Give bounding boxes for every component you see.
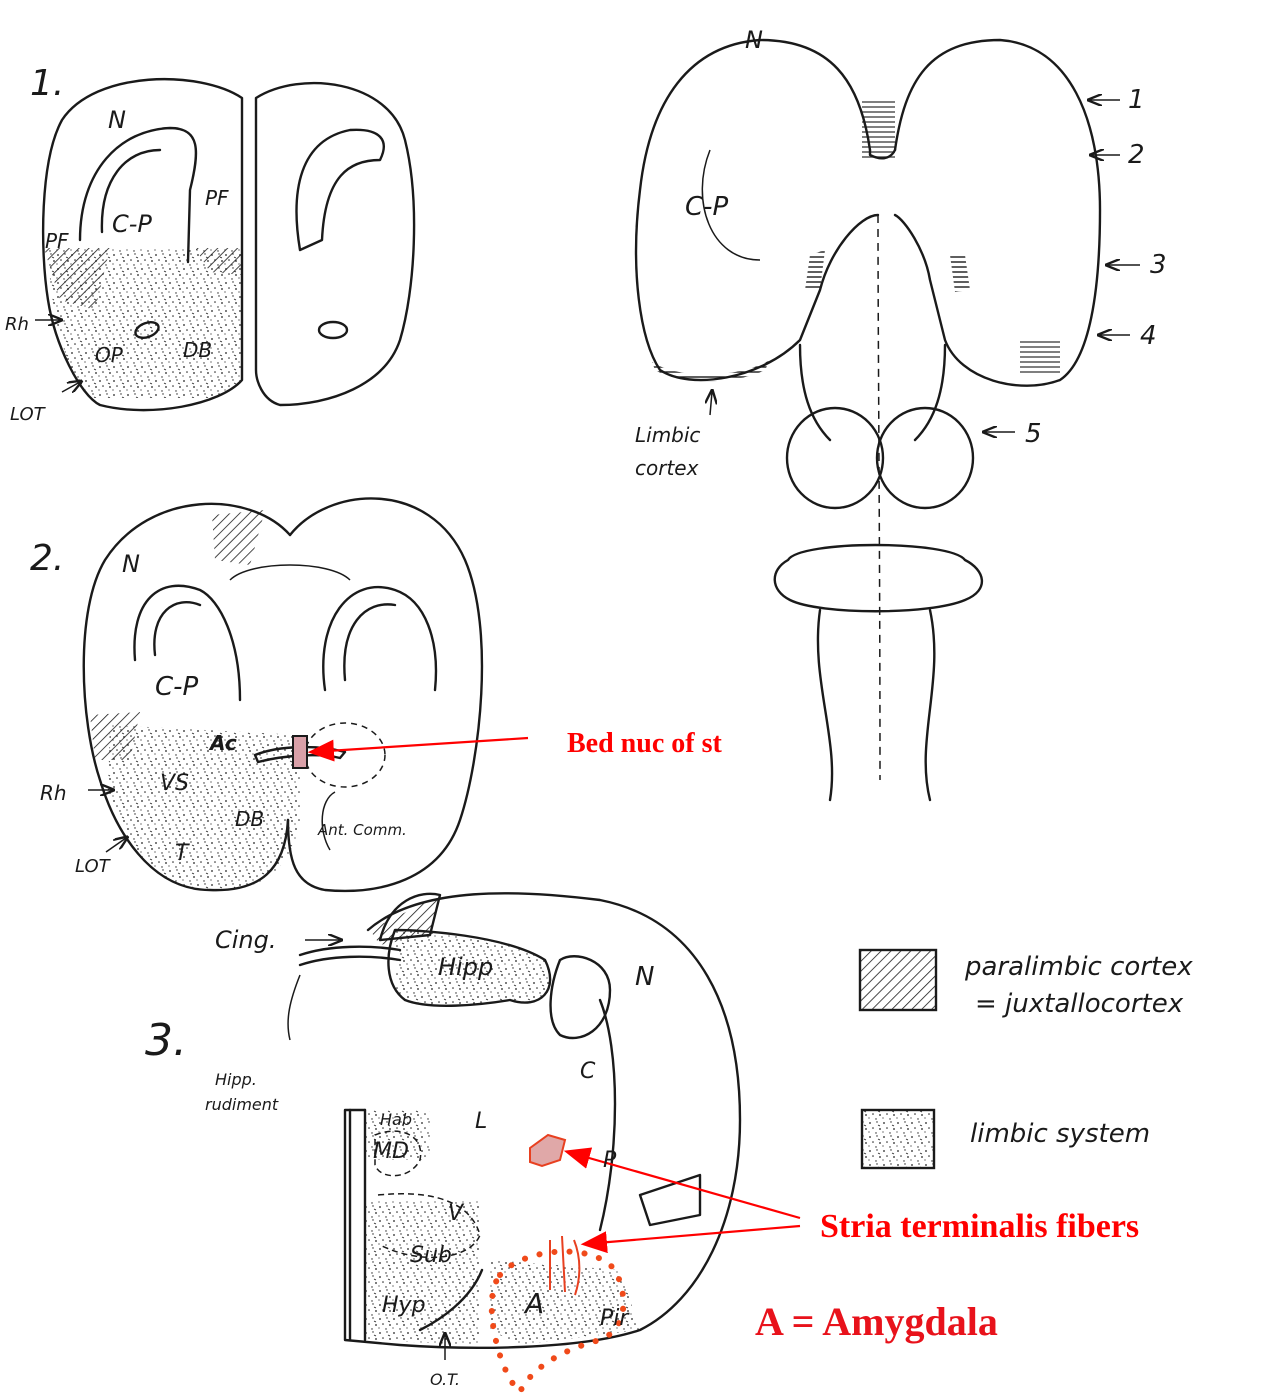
arrow-label-4: 4	[1140, 321, 1157, 351]
s3-label-OT: O.T.	[430, 1370, 460, 1389]
stria-marker	[530, 1135, 565, 1166]
s2-label-T: T	[175, 841, 190, 866]
s3-label-hipp-rudiment-1: Hipp.	[215, 1070, 257, 1089]
s2-label-Ac: Ac	[208, 731, 237, 755]
s2-label-LOT: LOT	[75, 856, 112, 877]
bed-nuc-label: Bed nuc of st	[567, 728, 722, 759]
s3-label-Hyp: Hyp	[382, 1293, 426, 1318]
s3-label-C: C	[580, 1059, 596, 1084]
s3-label-P: P	[603, 1148, 617, 1173]
s3-label-MD: MD	[373, 1139, 409, 1164]
bed-nuc-marker	[293, 736, 307, 768]
amygdala-label: A = Amygdala	[755, 1299, 998, 1344]
s3-label-V: V	[448, 1201, 465, 1226]
arrow-label-2: 2	[1128, 140, 1145, 170]
section-number-2: 2.	[30, 538, 64, 579]
section-number-1: 1.	[30, 63, 64, 104]
s3-label-N: N	[635, 962, 654, 992]
legend-limbic-label: limbic system	[970, 1119, 1150, 1149]
s1-label-Rh: Rh	[5, 314, 29, 335]
s2-label-Rh: Rh	[40, 781, 67, 805]
limbic-cortex-label-1: Limbic	[635, 423, 700, 447]
bed-nuc-arrow	[312, 738, 528, 752]
arrow-label-5: 5	[1025, 419, 1042, 449]
s2-label-VS: VS	[160, 771, 189, 796]
arrow-label-3: 3	[1150, 250, 1167, 280]
arrow-label-1: 1	[1128, 85, 1145, 115]
s1-label-PF-left: PF	[45, 229, 69, 253]
dorsal-label-CP: C-P	[685, 192, 729, 222]
legend-paralimbic-label-2: = juxtallocortex	[975, 989, 1184, 1019]
s1-label-PF-right: PF	[205, 186, 229, 210]
legend-paralimbic-swatch	[860, 950, 936, 1010]
s1-label-N: N	[108, 106, 126, 134]
section-number-3: 3.	[145, 1015, 187, 1066]
s3-label-hipp-rudiment-2: rudiment	[205, 1095, 279, 1114]
s2-label-N: N	[122, 550, 140, 578]
s2-label-CP: C-P	[155, 672, 199, 702]
limbic-cortex-label-2: cortex	[635, 456, 699, 480]
stria-arrow-2	[585, 1226, 800, 1244]
s1-label-DB: DB	[183, 338, 212, 362]
paralimbic-hatch-s2-top	[212, 510, 265, 565]
s3-label-A: A	[523, 1287, 544, 1320]
s3-label-Sub: Sub	[410, 1243, 452, 1268]
legend-paralimbic-label-1: paralimbic cortex	[964, 952, 1193, 982]
s3-label-Pir: Pir	[600, 1306, 630, 1331]
s3-label-hab: Hab	[380, 1110, 412, 1129]
s2-label-ant-comm: Ant. Comm.	[317, 821, 407, 839]
paralimbic-hatch-dorsal	[652, 360, 770, 381]
s3-label-L: L	[475, 1109, 487, 1134]
s3-label-cing: Cing.	[215, 926, 277, 954]
s3-label-hipp: Hipp	[438, 953, 493, 981]
s1-label-OP: OP	[95, 343, 124, 367]
legend	[860, 950, 936, 1168]
section-3-drawing	[300, 893, 740, 1392]
s1-label-CP: C-P	[112, 210, 152, 238]
stria-terminalis-label: Stria terminalis fibers	[820, 1208, 1139, 1245]
s1-label-LOT: LOT	[10, 404, 47, 425]
dorsal-label-N: N	[745, 26, 763, 54]
section-2-drawing	[84, 498, 482, 890]
legend-limbic-swatch	[862, 1110, 934, 1168]
s2-label-DB: DB	[235, 807, 264, 831]
